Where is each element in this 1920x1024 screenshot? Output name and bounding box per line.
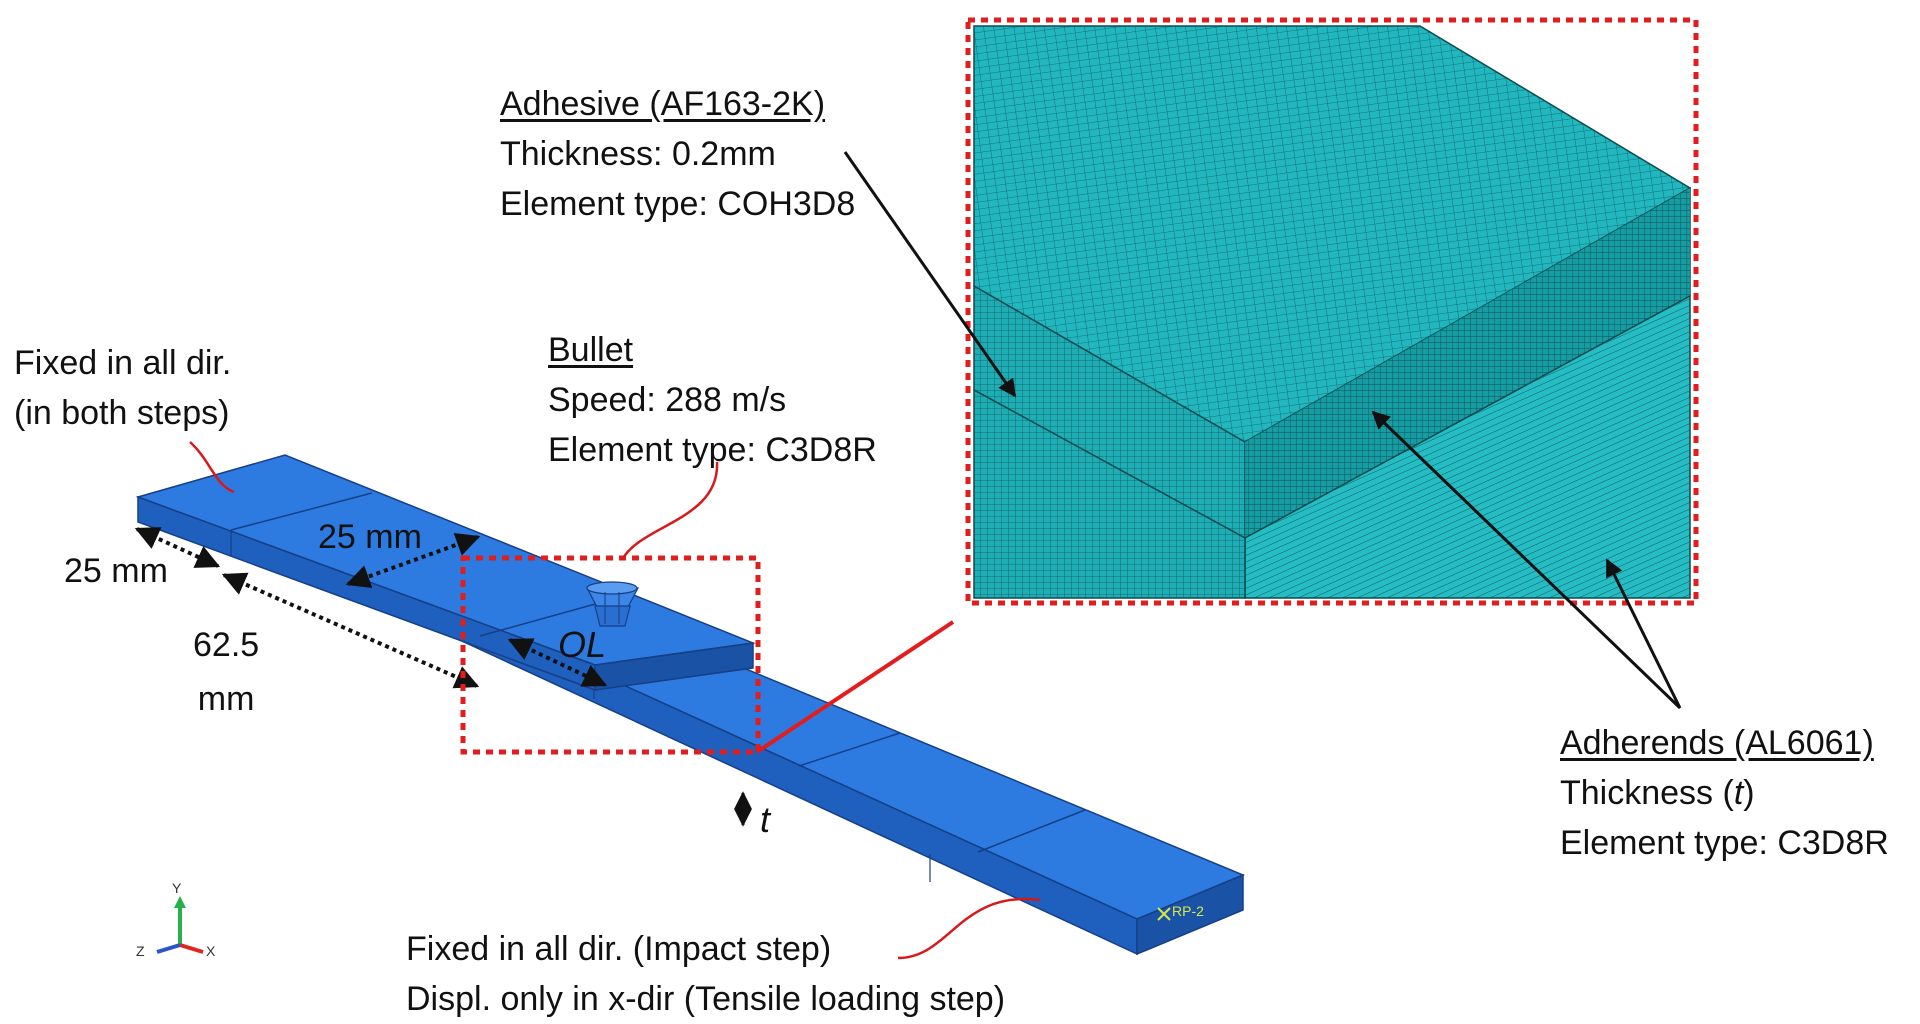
ref-point-label: RP-2 xyxy=(1172,903,1204,919)
length-label: 62.5 mm xyxy=(193,624,259,720)
bullet-leader xyxy=(620,461,719,561)
length-line1: 62.5 xyxy=(193,626,260,664)
axis-x-label: X xyxy=(206,943,216,959)
bullet-icon xyxy=(586,581,639,627)
fixed-left-line2: (in both steps) xyxy=(14,394,230,432)
overlap-callout-box xyxy=(460,555,761,755)
width-25-top-label: 25 mm xyxy=(318,518,422,556)
axis-z-label: Z xyxy=(136,943,145,959)
adherends-thickness: Thickness (t) xyxy=(1560,774,1755,812)
bullet-speed: Speed: 288 m/s xyxy=(548,381,787,419)
leader-curves xyxy=(189,441,1041,960)
adherends-thickness-symbol: t xyxy=(1733,774,1744,812)
adherends-title: Adherends (AL6061) xyxy=(1560,724,1874,762)
fixed-right-leader xyxy=(897,897,1041,960)
fixed-left-line1: Fixed in all dir. xyxy=(14,344,232,382)
partition-line xyxy=(798,732,901,767)
adherend-pointer-1 xyxy=(1371,410,1682,710)
partition-line xyxy=(977,809,1086,853)
adhesive-label: Adhesive (AF163-2K) Thickness: 0.2mm Ele… xyxy=(500,79,855,229)
bullet-title: Bullet xyxy=(548,331,634,369)
adhesive-title: Adhesive (AF163-2K) xyxy=(500,85,826,123)
adhesive-element-type: Element type: COH3D8 xyxy=(500,185,856,223)
bullet-label: Bullet Speed: 288 m/s Element type: C3D8… xyxy=(548,325,877,475)
width-25-left-arrow xyxy=(134,527,221,568)
callout-connector xyxy=(755,620,955,754)
pointer-arrows xyxy=(843,151,1682,710)
thickness-label: t xyxy=(760,799,771,840)
dimension-arrows xyxy=(134,527,608,689)
length-line2: mm xyxy=(197,680,255,718)
adherends-element-type: Element type: C3D8R xyxy=(1560,824,1889,862)
mesh-inset-frame xyxy=(965,17,1699,606)
mesh-inset xyxy=(965,17,1699,606)
fixed-right-line2: Displ. only in x-dir (Tensile loading st… xyxy=(406,980,1006,1018)
fixed-right-label: Fixed in all dir. (Impact step) Displ. o… xyxy=(406,924,1005,1024)
overlap-label: OL xyxy=(558,624,607,665)
adhesive-thickness: Thickness: 0.2mm xyxy=(500,135,776,173)
adherend-pointer-2 xyxy=(1605,558,1682,709)
mesh-lower-front xyxy=(973,388,1246,599)
axis-y-label: Y xyxy=(172,880,182,896)
overlap-arrow xyxy=(507,638,608,687)
fixed-left-label: Fixed in all dir. (in both steps) xyxy=(14,338,231,438)
fixed-left-leader xyxy=(189,441,235,494)
lower-adherend-end xyxy=(1136,873,1244,956)
fixed-right-line1: Fixed in all dir. (Impact step) xyxy=(406,930,832,968)
partition-line xyxy=(230,492,373,531)
reference-point-icon: RP-2 xyxy=(1157,903,1204,921)
adhesive-pointer xyxy=(843,151,1017,398)
length-62-5-arrow xyxy=(221,572,480,689)
axis-triad-icon: Y X Z xyxy=(136,880,216,959)
width-25-left-label: 25 mm xyxy=(64,552,168,590)
adherends-label: Adherends (AL6061) Thickness (t) Element… xyxy=(1560,718,1889,868)
bullet-element-type: Element type: C3D8R xyxy=(548,431,877,469)
mesh-adhesive-face xyxy=(1245,188,1690,538)
